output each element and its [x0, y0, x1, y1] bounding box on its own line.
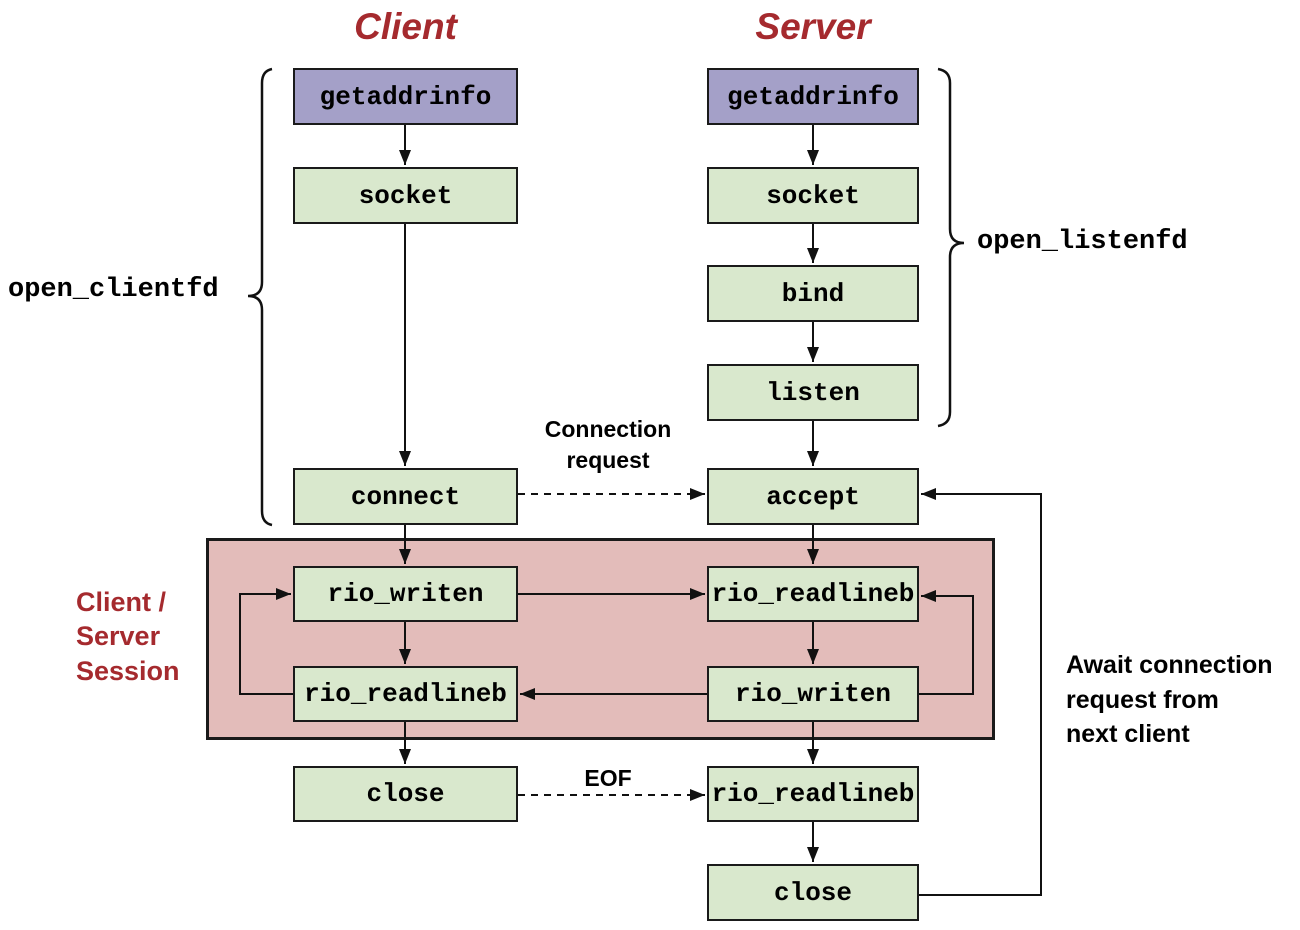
server-socket-box: socket: [707, 167, 919, 224]
client-connect-box: connect: [293, 468, 518, 525]
server-getaddrinfo-box: getaddrinfo: [707, 68, 919, 125]
open-clientfd-label: open_clientfd: [8, 275, 219, 305]
server-listen-box: listen: [707, 364, 919, 421]
client-column-title: Client: [354, 6, 457, 47]
await-label-line1: Await connection: [1066, 651, 1273, 679]
server-rio-readlineb-box-1: rio_readlineb: [707, 566, 919, 622]
await-label-line3: next client: [1066, 720, 1190, 748]
await-connection-label: Await connection request from next clien…: [1066, 648, 1273, 752]
client-socket-box: socket: [293, 167, 518, 224]
connection-request-label: Connection request: [528, 414, 688, 476]
eof-label: EOF: [584, 765, 632, 791]
open-listenfd-brace: [937, 67, 965, 428]
server-column-title: Server: [755, 6, 871, 47]
server-bind-box: bind: [707, 265, 919, 322]
open-listenfd-label: open_listenfd: [977, 227, 1188, 257]
client-server-session-label: Client / Server Session: [76, 585, 180, 688]
client-close-box: close: [293, 766, 518, 822]
client-rio-writen-box: rio_writen: [293, 566, 518, 622]
session-label-line3: Session: [76, 655, 180, 686]
client-rio-readlineb-box: rio_readlineb: [293, 666, 518, 722]
server-close-box: close: [707, 864, 919, 921]
client-getaddrinfo-box: getaddrinfo: [293, 68, 518, 125]
server-rio-readlineb-box-2: rio_readlineb: [707, 766, 919, 822]
connection-request-line1: Connection: [544, 416, 672, 442]
await-label-line2: request from: [1066, 685, 1219, 714]
connection-request-line2: request: [566, 447, 650, 474]
server-accept-box: accept: [707, 468, 919, 525]
session-label-line2: Server: [76, 621, 161, 652]
session-label-line1: Client /: [76, 587, 167, 617]
server-rio-writen-box: rio_writen: [707, 666, 919, 722]
open-clientfd-brace: [247, 67, 273, 527]
